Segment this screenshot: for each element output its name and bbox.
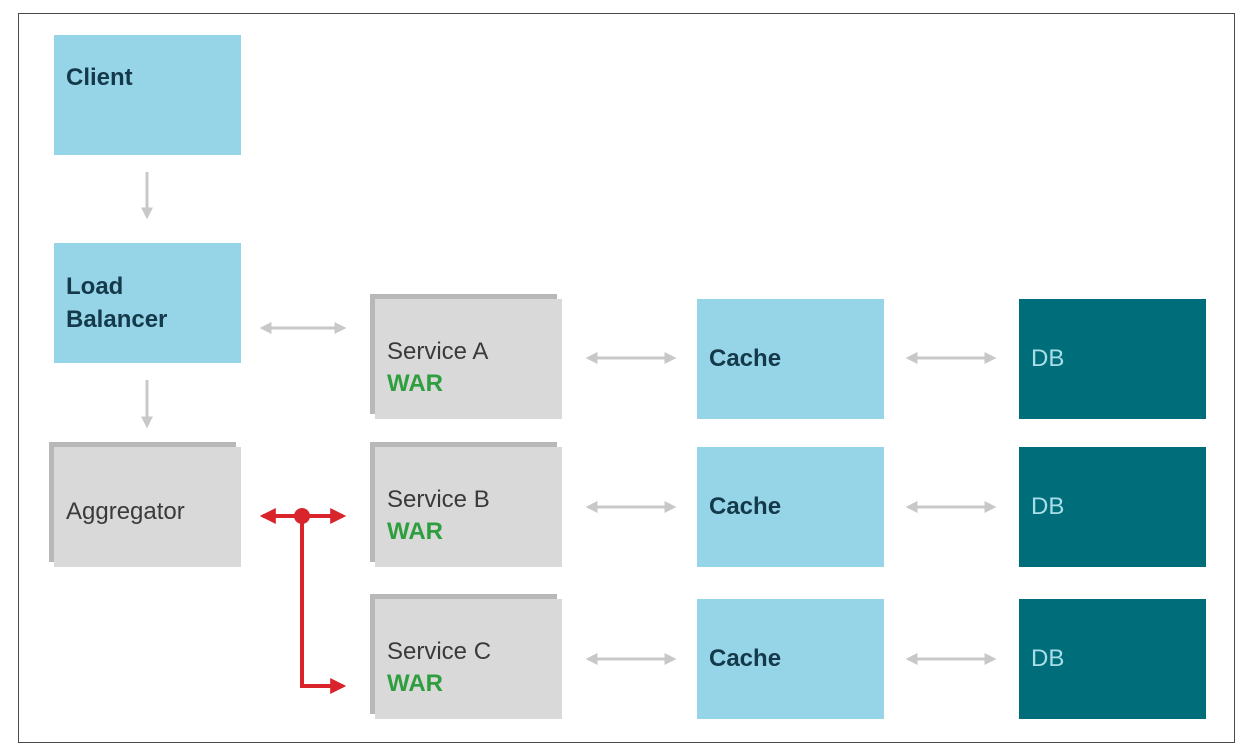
load-balancer-label-line2: Balancer <box>66 306 168 333</box>
cache-c-box: Cache <box>697 599 884 719</box>
client-label: Client <box>66 64 133 91</box>
cache-a-box: Cache <box>697 299 884 419</box>
aggregator-box: Aggregator <box>49 442 241 567</box>
cache-b-box: Cache <box>697 447 884 567</box>
service-b-name: Service B <box>387 486 490 513</box>
service-c-name: Service C <box>387 638 492 665</box>
db-a-box: DB <box>1019 299 1206 419</box>
red-junction-dot <box>294 508 310 524</box>
load-balancer-label-line1: Load <box>66 273 124 300</box>
service-c-war-tag: WAR <box>387 670 443 697</box>
db-c-box: DB <box>1019 599 1206 719</box>
db-b-label: DB <box>1031 493 1065 520</box>
cache-c-label: Cache <box>709 645 782 672</box>
load-balancer-box: Load Balancer <box>54 243 241 363</box>
diagram-frame <box>18 13 1235 743</box>
cache-b-label: Cache <box>709 493 782 520</box>
red-arrow-service-c <box>300 516 347 694</box>
service-b-box: Service B WAR <box>370 442 562 567</box>
db-a-label: DB <box>1031 345 1065 372</box>
service-a-box: Service A WAR <box>370 294 562 419</box>
client-box: Client <box>54 35 241 155</box>
db-c-label: DB <box>1031 645 1065 672</box>
service-c-box: Service C WAR <box>370 594 562 719</box>
service-a-war-tag: WAR <box>387 370 443 397</box>
service-a-name: Service A <box>387 338 489 365</box>
cache-a-label: Cache <box>709 345 782 372</box>
service-b-war-tag: WAR <box>387 518 443 545</box>
aggregator-label: Aggregator <box>66 498 185 525</box>
db-b-box: DB <box>1019 447 1206 567</box>
